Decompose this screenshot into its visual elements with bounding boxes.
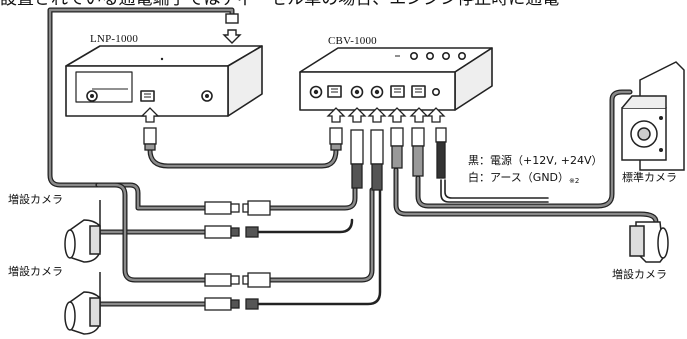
standard-camera-label: 標準カメラ	[622, 171, 677, 184]
cbv-1000-unit	[299, 47, 493, 111]
cbv-plugs	[326, 107, 447, 191]
extra-camera-label-2: 増設カメラ	[8, 265, 63, 278]
lnp-loop-cable	[47, 7, 235, 188]
extra-camera-left-1	[64, 200, 101, 263]
upper-extension-harness	[95, 182, 358, 235]
header-cut-text: 設置されている通電端子ではディーゼル車の場合、エンジン停止時に通電	[0, 0, 559, 8]
right-camera-cable	[393, 167, 659, 225]
lnp-cbv-cable	[147, 147, 339, 169]
extension-connectors-upper	[204, 200, 271, 239]
power-black-label: 黒：電源（+12V, +24V）	[468, 154, 603, 167]
standard-camera	[621, 61, 685, 171]
power-note: ※2	[569, 177, 580, 185]
lnp-1000-unit	[65, 45, 263, 117]
power-white-label: 白：アース（GND）※2	[468, 172, 579, 185]
extension-connectors-lower	[204, 272, 271, 311]
lnp-plug	[140, 107, 160, 151]
lower-extension-harness	[95, 182, 382, 307]
lnp-1000-title: LNP-1000	[90, 33, 139, 45]
extra-camera-label-1: 増設カメラ	[8, 193, 63, 206]
extra-camera-left-2	[64, 272, 101, 335]
cbv-1000-title: CBV-1000	[328, 35, 377, 47]
power-white-text: 白：アース（GND）	[468, 171, 570, 184]
standard-camera-cable	[415, 89, 633, 209]
power-wires	[440, 179, 549, 203]
extra-camera-right	[629, 221, 669, 263]
lnp-top-connector	[222, 13, 242, 44]
extra-camera-label-right: 増設カメラ	[612, 268, 667, 281]
